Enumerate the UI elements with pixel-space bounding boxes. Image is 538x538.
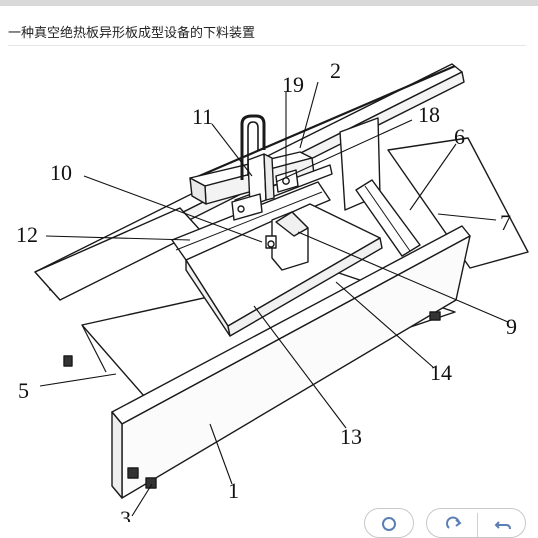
label-2: 2 <box>330 58 341 83</box>
label-19: 19 <box>282 72 304 97</box>
rotate-control-group <box>426 508 526 538</box>
platform-7 <box>387 137 529 269</box>
rotate-icon <box>446 516 462 529</box>
clamp-10 <box>231 193 263 221</box>
label-11: 11 <box>192 104 213 129</box>
plate-13-front <box>227 237 383 337</box>
cross-beam-end <box>189 177 207 205</box>
frame-left <box>34 207 201 301</box>
top-strip <box>0 0 538 6</box>
patent-figure: 2 19 18 11 6 10 12 7 9 14 5 13 1 3 <box>16 58 529 522</box>
rotate-button[interactable] <box>427 509 477 537</box>
guide-rail-6 <box>355 179 421 257</box>
label-10: 10 <box>50 160 72 185</box>
label-1: 1 <box>228 478 239 503</box>
undo-button[interactable] <box>478 509 526 537</box>
zoom-button[interactable] <box>364 508 414 538</box>
column-11-side <box>263 153 275 201</box>
label-6: 6 <box>454 124 465 149</box>
title-divider <box>8 45 526 46</box>
rail-14 <box>171 181 331 261</box>
page-title: 一种真空绝热板异形板成型设备的下料装置 <box>8 26 256 41</box>
label-5: 5 <box>18 378 29 403</box>
label-12: 12 <box>16 222 38 247</box>
undo-icon <box>494 521 511 530</box>
zoom-icon <box>382 517 396 531</box>
u-handle <box>240 114 266 180</box>
label-14: 14 <box>430 360 452 385</box>
label-9: 9 <box>506 314 517 339</box>
label-18: 18 <box>418 102 440 127</box>
label-3: 3 <box>120 506 131 522</box>
label-7: 7 <box>500 210 511 235</box>
label-13: 13 <box>340 424 362 449</box>
